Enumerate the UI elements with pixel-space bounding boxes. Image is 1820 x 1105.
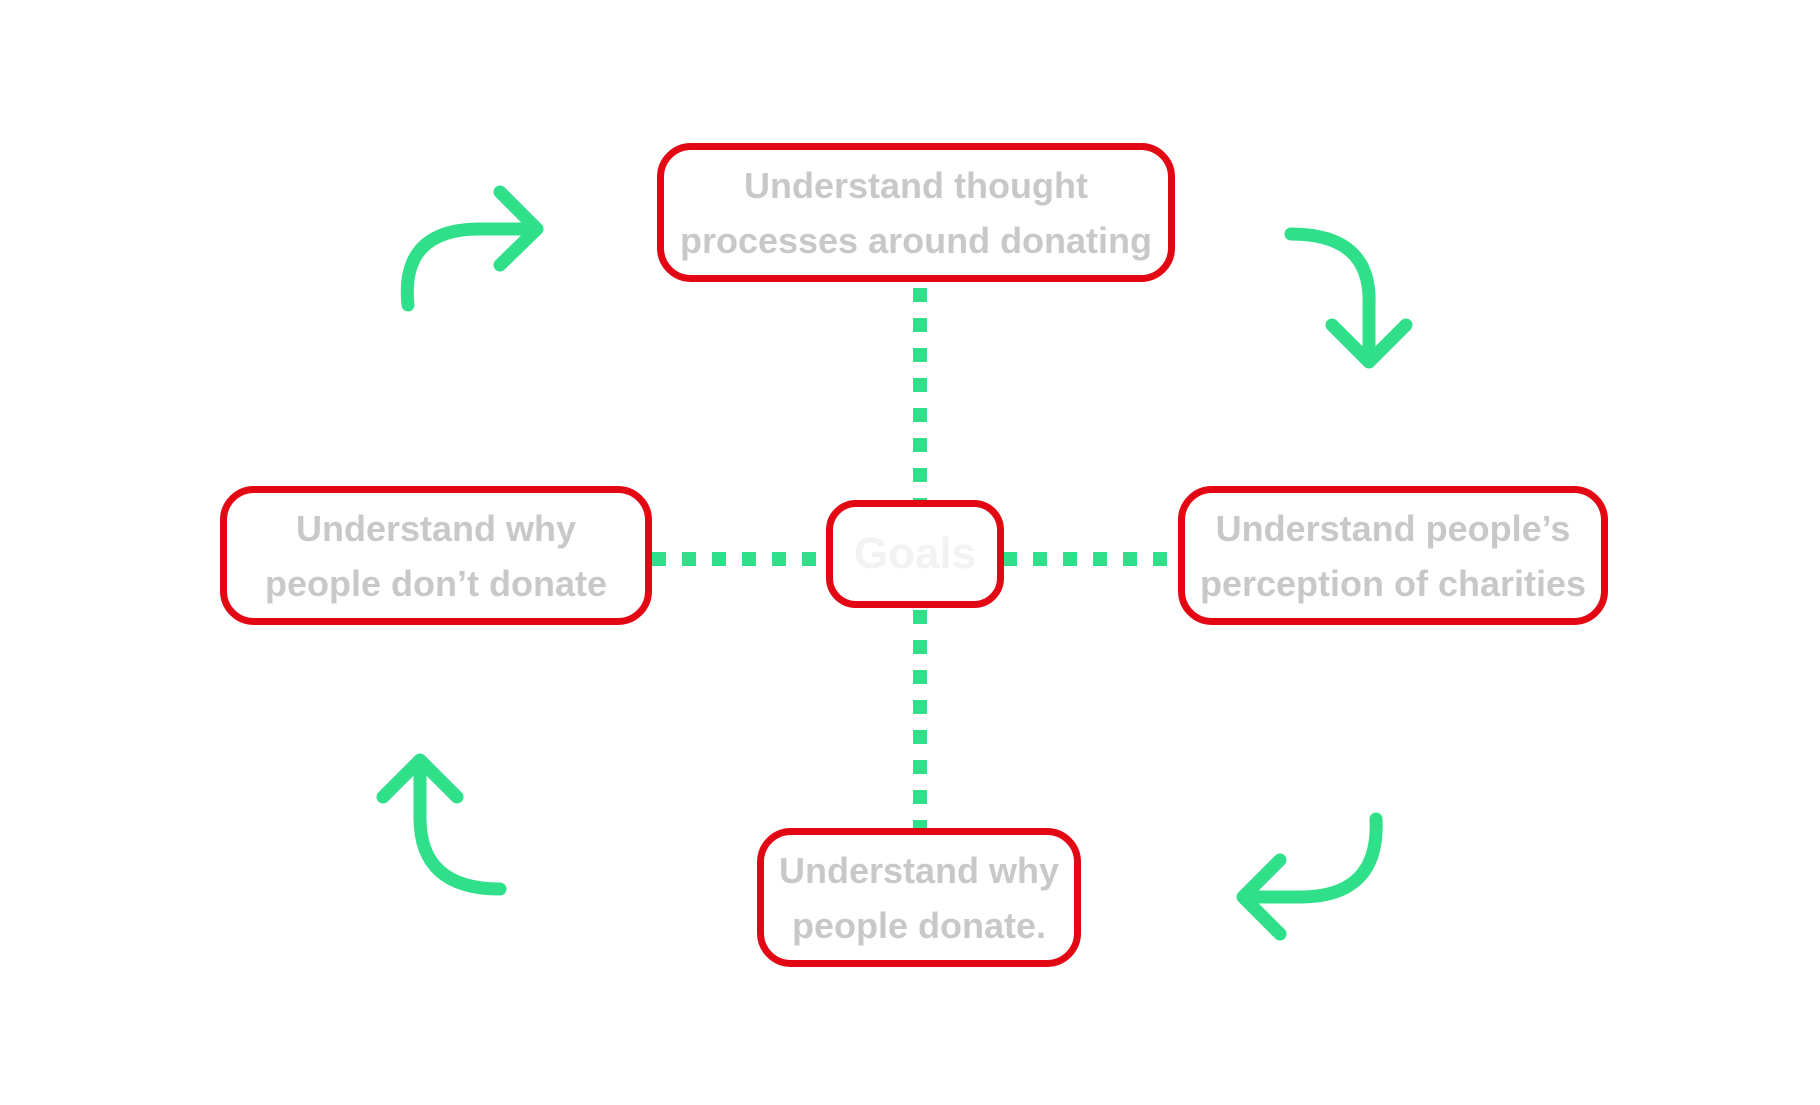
curved-arrow-down-icon: [1284, 227, 1413, 369]
goal-label-bottom: Understand why people donate.: [778, 849, 1060, 946]
goal-label-top: Understand thought processes around dona…: [679, 164, 1153, 261]
curved-arrow-left-icon: [1236, 812, 1383, 941]
curved-arrow-right-icon: [400, 185, 544, 312]
center-label: Goals: [853, 529, 977, 578]
center-box: Goals: [826, 500, 1004, 608]
goal-box-bottom: Understand why people donate.: [757, 828, 1081, 967]
curved-arrow-up-icon: [376, 753, 507, 896]
goal-label-right: Understand people’s perception of charit…: [1199, 507, 1587, 604]
goal-box-left: Understand why people don’t donate: [220, 486, 652, 625]
goal-box-top: Understand thought processes around dona…: [657, 143, 1175, 282]
goal-label-left: Understand why people don’t donate: [265, 507, 607, 604]
goal-box-right: Understand people’s perception of charit…: [1178, 486, 1608, 625]
